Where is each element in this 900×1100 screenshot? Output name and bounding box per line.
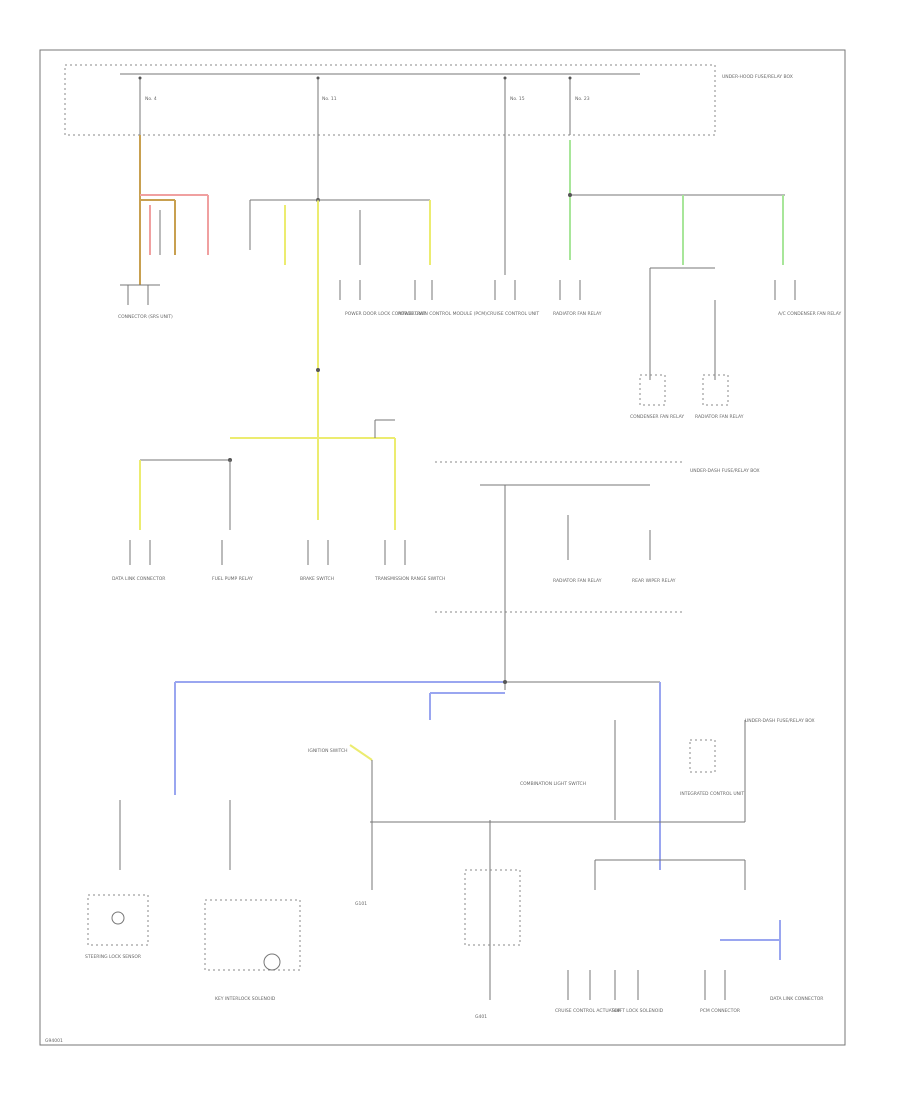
- svg-text:COMBINATION LIGHT SWITCH: COMBINATION LIGHT SWITCH: [520, 781, 586, 787]
- svg-text:TRANSMISSION RANGE SWITCH: TRANSMISSION RANGE SWITCH: [374, 576, 445, 582]
- svg-text:CRUISE CONTROL UNIT: CRUISE CONTROL UNIT: [487, 311, 539, 317]
- branch-left: CONNECTOR (SRS UNIT): [118, 135, 209, 320]
- top-fuses: No. 4 No. 11 No. 15 No. 23: [120, 73, 640, 135]
- svg-text:No. 15: No. 15: [510, 96, 525, 102]
- svg-text:FUEL PUMP RELAY: FUEL PUMP RELAY: [212, 576, 253, 582]
- fuse-box-mid: UNDER-DASH FUSE/RELAY BOX RADIATOR FAN R…: [435, 461, 760, 690]
- svg-text:RADIATOR FAN RELAY: RADIATOR FAN RELAY: [553, 578, 602, 584]
- svg-text:POWERTRAIN CONTROL MODULE (PCM: POWERTRAIN CONTROL MODULE (PCM): [398, 311, 487, 317]
- fuse-box-top-label: UNDER-HOOD FUSE/RELAY BOX: [722, 74, 793, 80]
- svg-text:A/C CONDENSER FAN RELAY: A/C CONDENSER FAN RELAY: [778, 311, 842, 317]
- svg-text:INTEGRATED CONTROL UNIT: INTEGRATED CONTROL UNIT: [680, 791, 744, 797]
- svg-text:G101: G101: [355, 901, 367, 907]
- svg-text:CRUISE CONTROL ACTUATOR: CRUISE CONTROL ACTUATOR: [555, 1008, 621, 1014]
- row2: DATA LINK CONNECTOR FUEL PUMP RELAY BRAK…: [112, 458, 445, 582]
- svg-text:No. 4: No. 4: [145, 96, 157, 102]
- svg-text:BRAKE SWITCH: BRAKE SWITCH: [300, 576, 334, 582]
- branch-right: CRUISE CONTROL UNIT RADIATOR FAN RELAY A…: [487, 135, 842, 420]
- svg-text:REAR WIPER RELAY: REAR WIPER RELAY: [632, 578, 676, 584]
- fuse-box-top: [64, 64, 716, 136]
- svg-text:G401: G401: [475, 1014, 487, 1020]
- svg-text:No. 23: No. 23: [575, 96, 590, 102]
- svg-text:CONNECTOR (SRS UNIT): CONNECTOR (SRS UNIT): [118, 314, 173, 320]
- svg-text:UNDER-DASH FUSE/RELAY BOX: UNDER-DASH FUSE/RELAY BOX: [690, 468, 760, 474]
- svg-text:SHIFT LOCK SOLENOID: SHIFT LOCK SOLENOID: [612, 1008, 664, 1014]
- svg-text:DATA LINK CONNECTOR: DATA LINK CONNECTOR: [770, 996, 823, 1002]
- svg-text:UNDER-DASH FUSE/RELAY BOX: UNDER-DASH FUSE/RELAY BOX: [745, 718, 815, 724]
- svg-text:RADIATOR FAN RELAY: RADIATOR FAN RELAY: [553, 311, 602, 317]
- branch-low: G101 G401 STEERING LOCK SENSOR KEY INTER…: [85, 680, 823, 1020]
- svg-text:POWER DOOR LOCK CONTROL UNIT: POWER DOOR LOCK CONTROL UNIT: [345, 311, 426, 317]
- svg-text:IGNITION SWITCH: IGNITION SWITCH: [308, 748, 348, 754]
- svg-text:No. 11: No. 11: [322, 96, 337, 102]
- footer-code: G94001: [45, 1038, 63, 1044]
- diagram-frame: [39, 49, 846, 1046]
- branch-center: POWER DOOR LOCK CONTROL UNIT POWERTRAIN …: [230, 135, 487, 530]
- svg-text:PCM CONNECTOR: PCM CONNECTOR: [700, 1008, 740, 1014]
- svg-text:STEERING LOCK SENSOR: STEERING LOCK SENSOR: [85, 954, 141, 960]
- svg-text:RADIATOR FAN RELAY: RADIATOR FAN RELAY: [695, 414, 744, 420]
- svg-text:KEY INTERLOCK SOLENOID: KEY INTERLOCK SOLENOID: [215, 996, 276, 1002]
- svg-text:DATA LINK CONNECTOR: DATA LINK CONNECTOR: [112, 576, 165, 582]
- svg-text:CONDENSER FAN RELAY: CONDENSER FAN RELAY: [630, 414, 684, 420]
